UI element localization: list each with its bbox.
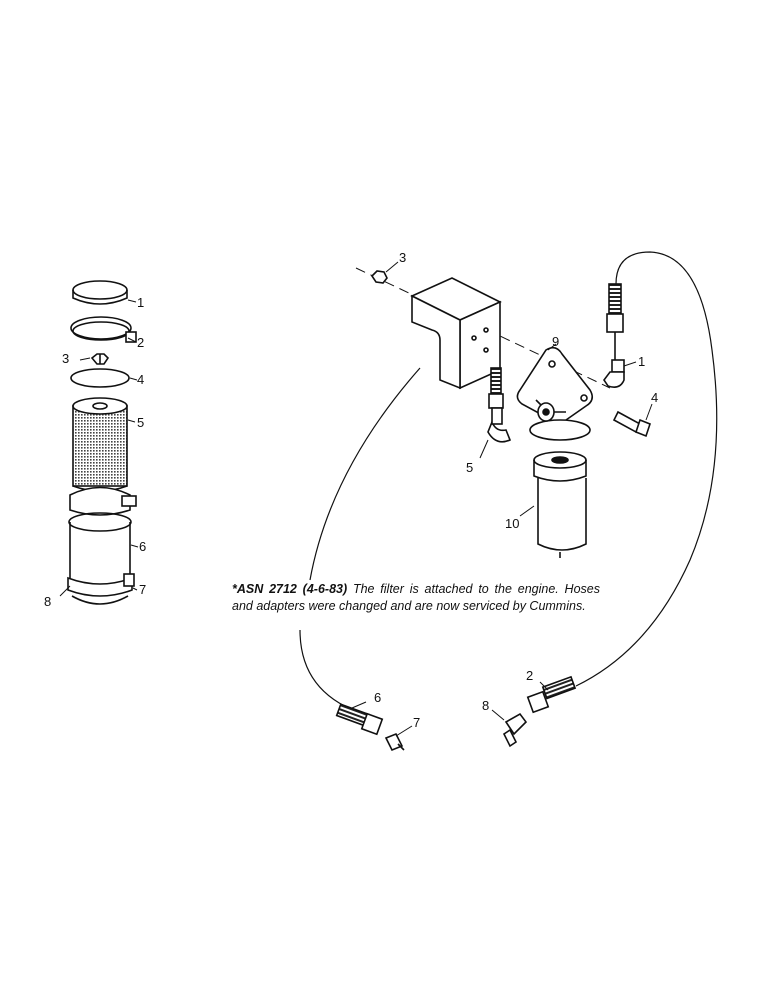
hose-end-6 (335, 703, 384, 736)
left-label-5: 5 (137, 415, 144, 430)
left-label-1: 1 (137, 295, 144, 310)
right-label-10: 10 (505, 516, 519, 531)
mounting-bracket (410, 277, 502, 390)
upper-hose-fitting (606, 283, 624, 360)
mounting-bolt (612, 410, 651, 438)
left-label-4: 4 (137, 372, 144, 387)
left-label-3: 3 (62, 351, 69, 366)
filter-element (72, 397, 128, 492)
right-label-6: 6 (374, 690, 381, 705)
right-filter-assembly (299, 251, 718, 752)
gasket-ring (70, 368, 130, 388)
right-label-8: 8 (482, 698, 489, 713)
right-label-3: 3 (399, 250, 406, 265)
filter-head (516, 346, 594, 441)
left-filter-assembly (59, 280, 139, 605)
bracket-nut (370, 270, 388, 284)
filter-canister (533, 451, 587, 558)
elbow-fitting-1 (603, 359, 625, 388)
clamp-band (70, 316, 137, 343)
service-note: *ASN 2712 (4-6-83) The filter is attache… (232, 581, 600, 615)
right-leaders (351, 261, 653, 737)
hose-left (299, 367, 421, 713)
filter-cap (72, 280, 128, 305)
right-label-7: 7 (413, 715, 420, 730)
right-label-4: 4 (651, 390, 658, 405)
right-label-1: 1 (638, 354, 645, 369)
elbow-fitting-5 (487, 367, 512, 443)
right-label-9: 9 (552, 334, 559, 349)
hose-end-2 (526, 675, 577, 714)
service-note-text: The filter is attached to the engine. Ho… (232, 582, 600, 613)
elbow-fitting-8 (502, 712, 528, 748)
right-label-2: 2 (526, 668, 533, 683)
filter-housing (68, 486, 137, 587)
left-label-8: 8 (44, 594, 51, 609)
lower-clamp (67, 573, 135, 605)
nut (90, 353, 110, 365)
left-label-2: 2 (137, 335, 144, 350)
left-label-7: 7 (139, 582, 146, 597)
service-note-serial: *ASN 2712 (4-6-83) (232, 582, 348, 596)
right-label-5: 5 (466, 460, 473, 475)
left-label-6: 6 (139, 539, 146, 554)
hose-right (575, 251, 718, 687)
adapter-7 (384, 732, 405, 752)
left-leaders (59, 299, 139, 597)
